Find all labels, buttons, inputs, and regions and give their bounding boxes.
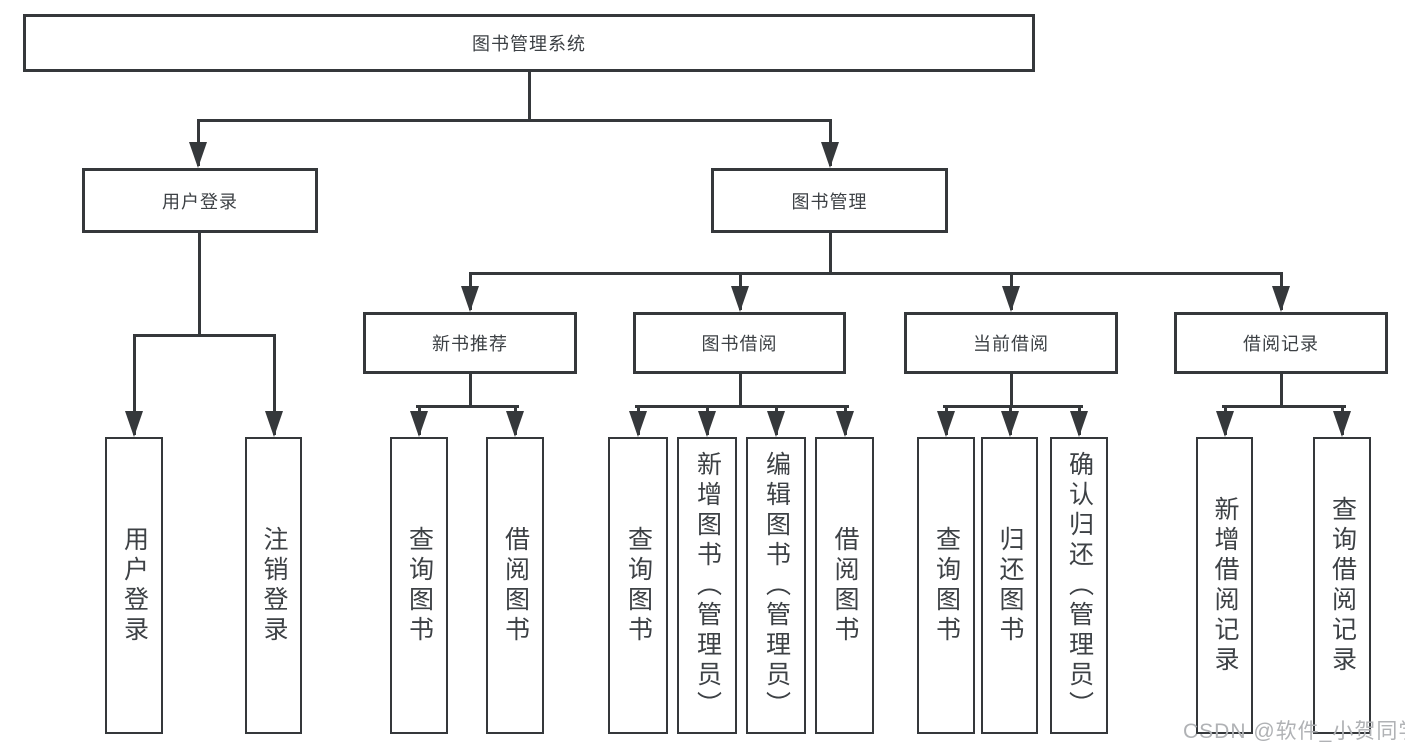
connector-arrowhead-icon [698,411,716,437]
connector-arrowhead-icon [189,142,207,168]
node-borrow-records: 借阅记录 [1174,312,1388,374]
connector-line [468,374,472,406]
node-bb-add-books-admin: 新增图书（管理员） [677,437,737,734]
connector-line [132,335,136,435]
node-current-borrowing: 当前借阅 [904,312,1118,374]
node-label: 编辑图书（管理员） [762,450,791,721]
node-label: 查询借阅记录 [1328,495,1357,676]
connector-arrowhead-icon [821,142,839,168]
node-label: 查询图书 [624,525,653,646]
connector-arrowhead-icon [1272,286,1290,312]
connector-line [132,333,276,337]
node-nb-query-books: 查询图书 [390,437,448,734]
connector-arrowhead-icon [937,411,955,437]
connector-line [197,233,201,335]
node-label: 新增图书（管理员） [693,450,722,721]
connector-arrowhead-icon [629,411,647,437]
node-bb-edit-books-admin: 编辑图书（管理员） [746,437,806,734]
connector-arrowhead-icon [836,411,854,437]
node-bb-query-books: 查询图书 [608,437,668,734]
connector-line [527,72,531,120]
connector-line [738,374,742,406]
connector-line [1221,404,1346,408]
connector-arrowhead-icon [506,411,524,437]
connector-line [1279,374,1283,406]
connector-line [1009,374,1013,406]
node-br-add-record: 新增借阅记录 [1196,437,1253,734]
connector-line [942,404,1083,408]
connector-line [272,335,276,435]
node-label: 查询图书 [405,525,434,646]
connector-arrowhead-icon [767,411,785,437]
node-book-management: 图书管理 [711,168,948,233]
node-label: 新书推荐 [432,334,508,354]
connector-line [468,271,1283,275]
connector-line [828,233,832,273]
node-label: 借阅图书 [831,525,859,646]
node-label: 借阅记录 [1243,334,1319,354]
node-leaf-user-login: 用户登录 [105,437,163,734]
node-label: 新增借阅记录 [1211,495,1239,676]
node-label: 注销登录 [260,525,288,646]
node-cb-return-books: 归还图书 [981,437,1038,734]
node-bb-borrow-books: 借阅图书 [815,437,874,734]
node-label: 当前借阅 [973,334,1049,354]
node-cb-query-books: 查询图书 [917,437,975,734]
connector-line [196,118,832,122]
node-label: 图书管理系统 [472,34,586,54]
connector-arrowhead-icon [1333,411,1351,437]
connector-arrowhead-icon [410,411,428,437]
connector-arrowhead-icon [1216,411,1234,437]
connector-arrowhead-icon [461,286,479,312]
connector-line [415,404,519,408]
node-label: 用户登录 [120,525,149,646]
node-library-system: 图书管理系统 [23,14,1035,72]
node-label: 确认归还（管理员） [1065,450,1094,721]
node-cb-confirm-return-admin: 确认归还（管理员） [1050,437,1108,734]
node-label: 归还图书 [996,525,1024,646]
csdn-watermark: CSDN @软件_小贺同学 [1183,720,1405,743]
node-label: 用户登录 [162,191,238,212]
node-book-borrowing: 图书借阅 [633,312,846,374]
node-label: 图书借阅 [701,334,778,354]
node-label: 借阅图书 [501,525,530,646]
connector-arrowhead-icon [1070,411,1088,437]
node-label: 图书管理 [791,191,868,212]
node-new-book-recommend: 新书推荐 [363,312,577,374]
node-label: 查询图书 [932,525,961,646]
connector-arrowhead-icon [731,286,749,312]
node-user-login: 用户登录 [82,168,318,233]
connector-line [634,404,849,408]
connector-arrowhead-icon [1001,411,1019,437]
node-leaf-logout: 注销登录 [245,437,302,734]
connector-arrowhead-icon [125,411,143,437]
node-br-query-record: 查询借阅记录 [1313,437,1371,734]
connector-arrowhead-icon [1002,286,1020,312]
connector-arrowhead-icon [265,411,283,437]
node-nb-borrow-books: 借阅图书 [486,437,544,734]
